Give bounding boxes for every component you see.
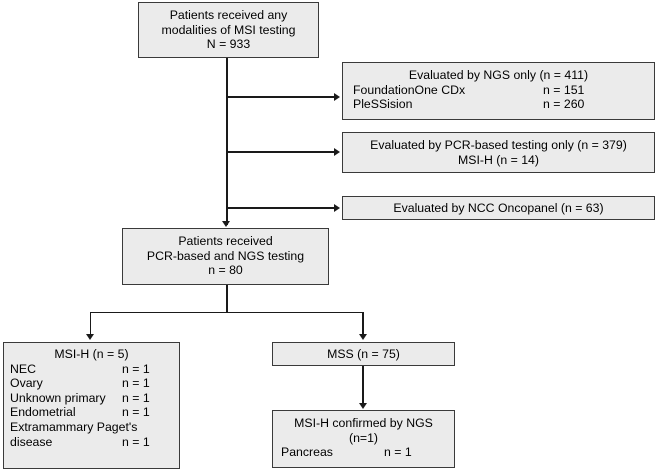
- node-ngs-only-heading: Evaluated by NGS only (n = 411): [408, 68, 589, 82]
- node-msi-h-row-5-label: disease: [10, 434, 53, 449]
- node-msi-h-row-1-value: n = 1: [122, 376, 150, 391]
- connector-trunk-main: [226, 58, 228, 225]
- connector-arrow-mss: [358, 334, 367, 340]
- connector-drop-msi-h: [89, 311, 92, 337]
- connector-arrow-confirmed: [358, 403, 367, 409]
- node-msi-h-row-3-label: Endometrial: [10, 405, 76, 420]
- node-msi-h-row-3-value: n = 1: [122, 405, 150, 420]
- node-mss: MSS (n = 75): [272, 342, 455, 366]
- connector-arrow-to-both-testing: [222, 221, 230, 227]
- node-msi-h-confirmed-heading-1: MSI-H confirmed by NGS: [294, 416, 433, 430]
- connector-mss-to-confirmed: [362, 366, 364, 406]
- node-both-testing-line-3: n = 80: [208, 263, 243, 278]
- node-root-line-1: Patients received any: [169, 8, 288, 22]
- node-pcr-only-line-1: Evaluated by PCR-based testing only (n =…: [370, 138, 627, 152]
- node-root-line-3: N = 933: [206, 37, 251, 52]
- node-evaluated-ngs-only: Evaluated by NGS only (n = 411) Foundati…: [342, 62, 655, 120]
- table-row: NEC n = 1: [10, 362, 173, 377]
- table-row: disease n = 1: [10, 435, 173, 450]
- connector-arrow-ncc-oncopanel: [334, 203, 340, 212]
- node-msi-h-row-1-label: Ovary: [10, 376, 43, 391]
- node-msi-h-confirmed-heading-2: (n=1): [348, 430, 379, 445]
- node-root-patients-received: Patients received any modalities of MSI …: [138, 2, 319, 58]
- node-msi-h-heading: MSI-H (n = 5): [54, 347, 129, 361]
- connector-branch-pcr-only: [226, 151, 336, 153]
- node-msi-h-row-2-value: n = 1: [122, 390, 150, 405]
- node-msi-h-row-0-value: n = 1: [122, 361, 150, 376]
- node-both-testing-line-2: PCR-based and NGS testing: [146, 248, 305, 263]
- table-row: Ovary n = 1: [10, 376, 173, 391]
- table-row: Endometrial n = 1: [10, 405, 173, 420]
- node-ngs-only-row-0-value: n = 151: [543, 82, 585, 97]
- node-msi-h-confirmed-row-0-value: n = 1: [384, 445, 412, 460]
- node-msi-h-row-2-label: Unknown primary: [10, 390, 106, 405]
- node-pcr-only-line-2: MSI-H (n = 14): [458, 152, 539, 167]
- table-row: Pancreas n = 1: [281, 445, 446, 460]
- node-both-testing-line-1: Patients received: [178, 234, 273, 248]
- connector-trunk-lower: [226, 285, 228, 313]
- node-evaluated-ncc-oncopanel: Evaluated by NCC Oncopanel (n = 63): [342, 196, 655, 220]
- node-msi-h: MSI-H (n = 5) NEC n = 1 Ovary n = 1 Unkn…: [3, 342, 180, 469]
- node-ngs-only-row-1-value: n = 260: [543, 97, 585, 112]
- node-both-testing: Patients received PCR-based and NGS test…: [122, 228, 329, 285]
- node-ngs-only-row-1-label: PleSSision: [353, 97, 413, 112]
- connector-branch-ngs-only: [226, 96, 336, 98]
- table-row: Extramammary Paget's: [10, 420, 173, 435]
- table-row: Unknown primary n = 1: [10, 391, 173, 406]
- node-msi-h-row-5-value: n = 1: [122, 434, 150, 449]
- table-row: PleSSision n = 260: [353, 97, 644, 112]
- node-msi-h-rows: NEC n = 1 Ovary n = 1 Unknown primary n …: [10, 362, 173, 450]
- node-root-line-2: modalities of MSI testing: [161, 22, 296, 37]
- connector-split-bar: [90, 311, 363, 314]
- connector-arrow-ngs-only: [334, 92, 340, 101]
- node-msi-h-row-0-label: NEC: [10, 361, 36, 376]
- table-row: FoundationOne CDx n = 151: [353, 83, 644, 98]
- node-ncc-oncopanel-line-1: Evaluated by NCC Oncopanel (n = 63): [393, 201, 604, 215]
- node-msi-h-confirmed-rows: Pancreas n = 1: [281, 445, 446, 460]
- node-ngs-only-row-0-label: FoundationOne CDx: [353, 82, 466, 97]
- node-evaluated-pcr-only: Evaluated by PCR-based testing only (n =…: [342, 132, 655, 173]
- connector-drop-mss: [362, 311, 364, 337]
- connector-arrow-pcr-only: [334, 147, 340, 156]
- node-ngs-only-rows: FoundationOne CDx n = 151 PleSSision n =…: [353, 83, 644, 112]
- connector-arrow-msi-h: [86, 334, 94, 340]
- node-msi-h-confirmed: MSI-H confirmed by NGS (n=1) Pancreas n …: [272, 410, 455, 468]
- connector-branch-ncc-oncopanel: [226, 207, 336, 209]
- node-msi-h-row-4-label: Extramammary Paget's: [10, 419, 138, 434]
- node-mss-line-1: MSS (n = 75): [327, 347, 400, 361]
- node-msi-h-confirmed-row-0-label: Pancreas: [281, 445, 333, 460]
